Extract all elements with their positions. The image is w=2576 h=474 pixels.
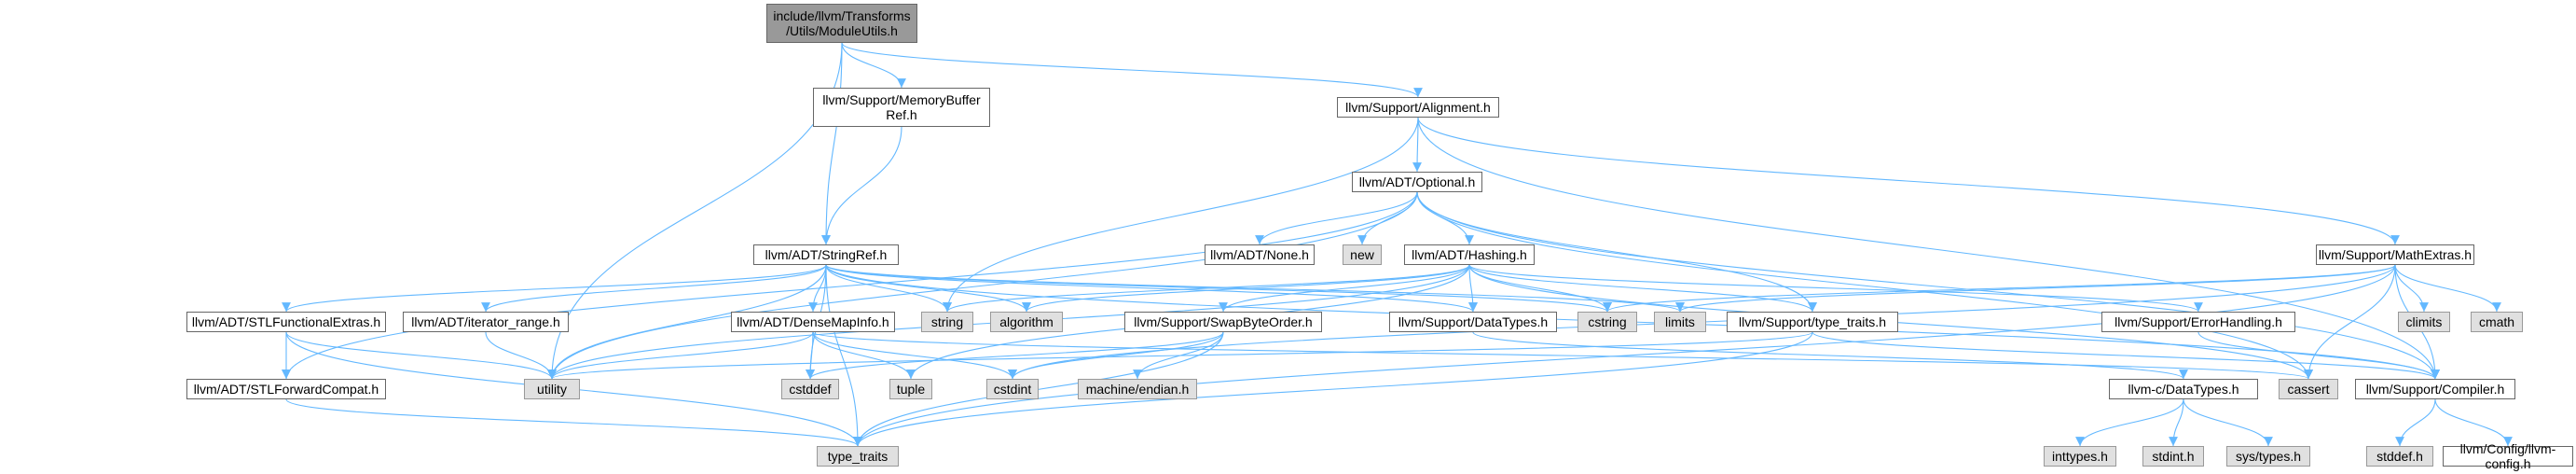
node-tuple: tuple (889, 379, 932, 399)
edge-densemapinfo-to-cstddef (806, 331, 815, 380)
node-optional-h[interactable]: llvm/ADT/Optional.h (1352, 172, 1482, 192)
edge-densemapinfo-to-cstdint (812, 331, 1017, 380)
edge-llvmcdatatypes-to-systypes (2183, 398, 2273, 447)
edge-hashing-to-string (943, 264, 1470, 313)
node-stringref-h[interactable]: llvm/ADT/StringRef.h (753, 244, 899, 265)
edge-hashing-to-algorithm (1022, 264, 1470, 313)
node-limits: limits (1654, 312, 1706, 332)
edge-optional-to-stlforwardcompat (282, 191, 1418, 380)
edge-datatypes-to-llvmcdatatypes (1472, 331, 2188, 380)
edge-alignment-to-compiler (1417, 117, 2440, 380)
edge-densemapinfo-to-utility (547, 331, 814, 380)
edge-moduleutils-to-alignment (841, 42, 1423, 98)
edge-optional-to-none (1255, 191, 1418, 245)
edge-optional-to-compiler (1416, 191, 2440, 380)
edge-stlfunctional-to-utility (285, 331, 557, 380)
node-llvm-c-datatypes-h[interactable]: llvm-c/DataTypes.h (2109, 379, 2258, 399)
node-climits: climits (2398, 312, 2450, 332)
node-support-datatypes-h[interactable]: llvm/Support/DataTypes.h (1389, 312, 1557, 332)
node-cassert: cassert (2279, 379, 2338, 399)
edge-stringref-to-datatypes (825, 264, 1478, 313)
edge-mathextras-to-cstring (1603, 264, 2396, 313)
node-none-h[interactable]: llvm/ADT/None.h (1205, 244, 1315, 265)
node-stdint-h: stdint.h (2142, 446, 2204, 467)
edge-stringref-to-utility (547, 264, 827, 380)
edge-alignment-to-optional (1412, 117, 1422, 173)
edge-densemapinfo-to-tuple (812, 331, 916, 380)
node-stlfunctionalextras-h[interactable]: llvm/ADT/STLFunctionalExtras.h (186, 312, 386, 332)
edge-stringref-to-iteratorrange (481, 264, 827, 313)
edge-llvmcdatatypes-to-stdint (2169, 398, 2184, 447)
node-stddef-h: stddef.h (2366, 446, 2433, 467)
node-cstdint: cstdint (986, 379, 1039, 399)
edge-hashing-to-typetraits_h (1468, 264, 1817, 313)
edge-stringref-to-stlfunctional (282, 264, 827, 313)
edge-llvmcdatatypes-to-inttypes (2075, 398, 2184, 447)
node-new: new (1343, 244, 1382, 265)
node-errorhandling-h[interactable]: llvm/Support/ErrorHandling.h (2101, 312, 2295, 332)
node-cstring: cstring (1577, 312, 1637, 332)
edge-errorhandling-to-compiler (2197, 331, 2440, 380)
node-swapbyteorder-h[interactable]: llvm/Support/SwapByteOrder.h (1124, 312, 1322, 332)
node-mathextras-h[interactable]: llvm/Support/MathExtras.h (2316, 244, 2474, 265)
node-utility: utility (524, 379, 580, 399)
edge-memorybuffer-to-stringref (821, 126, 902, 245)
edge-mathextras-to-type_traits (853, 264, 2396, 447)
node-hashing-h[interactable]: llvm/ADT/Hashing.h (1404, 244, 1535, 265)
node-cmath: cmath (2471, 312, 2523, 332)
edge-typetraits_h-to-type_traits (853, 331, 1813, 447)
node-compiler-h[interactable]: llvm/Support/Compiler.h (2355, 379, 2515, 399)
node-algorithm: algorithm (990, 312, 1063, 332)
edge-typetraits_h-to-utility (547, 331, 1813, 380)
edge-stringref-to-type_traits (825, 264, 862, 447)
node-inttypes-h: inttypes.h (2044, 446, 2116, 467)
edge-mathextras-to-climits (2394, 264, 2429, 313)
edge-hashing-to-swapbyteorder (1219, 264, 1470, 313)
edge-optional-to-utility (547, 191, 1418, 380)
node-stlforwardcompat-h[interactable]: llvm/ADT/STLForwardCompat.h (186, 379, 386, 399)
node-densemapinfo-h[interactable]: llvm/ADT/DenseMapInfo.h (731, 312, 895, 332)
node-memorybufferref-h[interactable]: llvm/Support/MemoryBuffer Ref.h (813, 88, 990, 127)
node-cstddef: cstddef (781, 379, 839, 399)
edge-compiler-to-llvmconfig (2434, 398, 2513, 447)
node-type-traits-h[interactable]: llvm/Support/type_traits.h (1727, 312, 1898, 332)
node-type-traits: type_traits (817, 446, 899, 467)
node-llvm-config-h[interactable]: llvm/Config/llvm-config.h (2443, 441, 2573, 471)
edge-hashing-to-datatypes (1468, 264, 1478, 313)
edge-stlforwardcompat-to-type_traits (285, 398, 862, 447)
edge-optional-to-cassert (1416, 191, 2313, 380)
edge-alignment-to-mathextras (1417, 117, 2400, 245)
edge-densemapinfo-to-cassert (812, 331, 2313, 380)
edge-hashing-to-errorhandling (1468, 264, 2203, 313)
edge-swapbyteorder-to-cstddef (806, 331, 1224, 380)
edge-hashing-to-cstring (1468, 264, 1612, 313)
edge-stringref-to-algorithm (825, 264, 1031, 313)
edge-typetraits_h-to-compiler (1811, 331, 2440, 380)
edge-mathextras-to-cassert (2304, 264, 2396, 380)
node-alignment-h[interactable]: llvm/Support/Alignment.h (1337, 97, 1499, 118)
node-machine-endian-h: machine/endian.h (1078, 379, 1197, 399)
edge-moduleutils-to-memorybuffer (841, 42, 906, 89)
node-iterator-range-h[interactable]: llvm/ADT/iterator_range.h (403, 312, 569, 332)
node-sys-types-h: sys/types.h (2226, 446, 2310, 467)
edge-moduleutils-to-stringref (821, 42, 843, 245)
node-string: string (921, 312, 973, 332)
edge-swapbyteorder-to-type_traits (853, 331, 1224, 447)
dependency-edges (282, 42, 2513, 447)
edge-optional-to-new (1357, 191, 1418, 245)
edge-mathextras-to-cmath (2394, 264, 2501, 313)
node-moduleutils-h[interactable]: include/llvm/Transforms /Utils/ModuleUti… (766, 4, 917, 43)
edge-swapbyteorder-to-cstdint (1008, 331, 1224, 380)
edge-stringref-to-string (825, 264, 952, 313)
edge-compiler-to-stddef (2395, 398, 2436, 447)
